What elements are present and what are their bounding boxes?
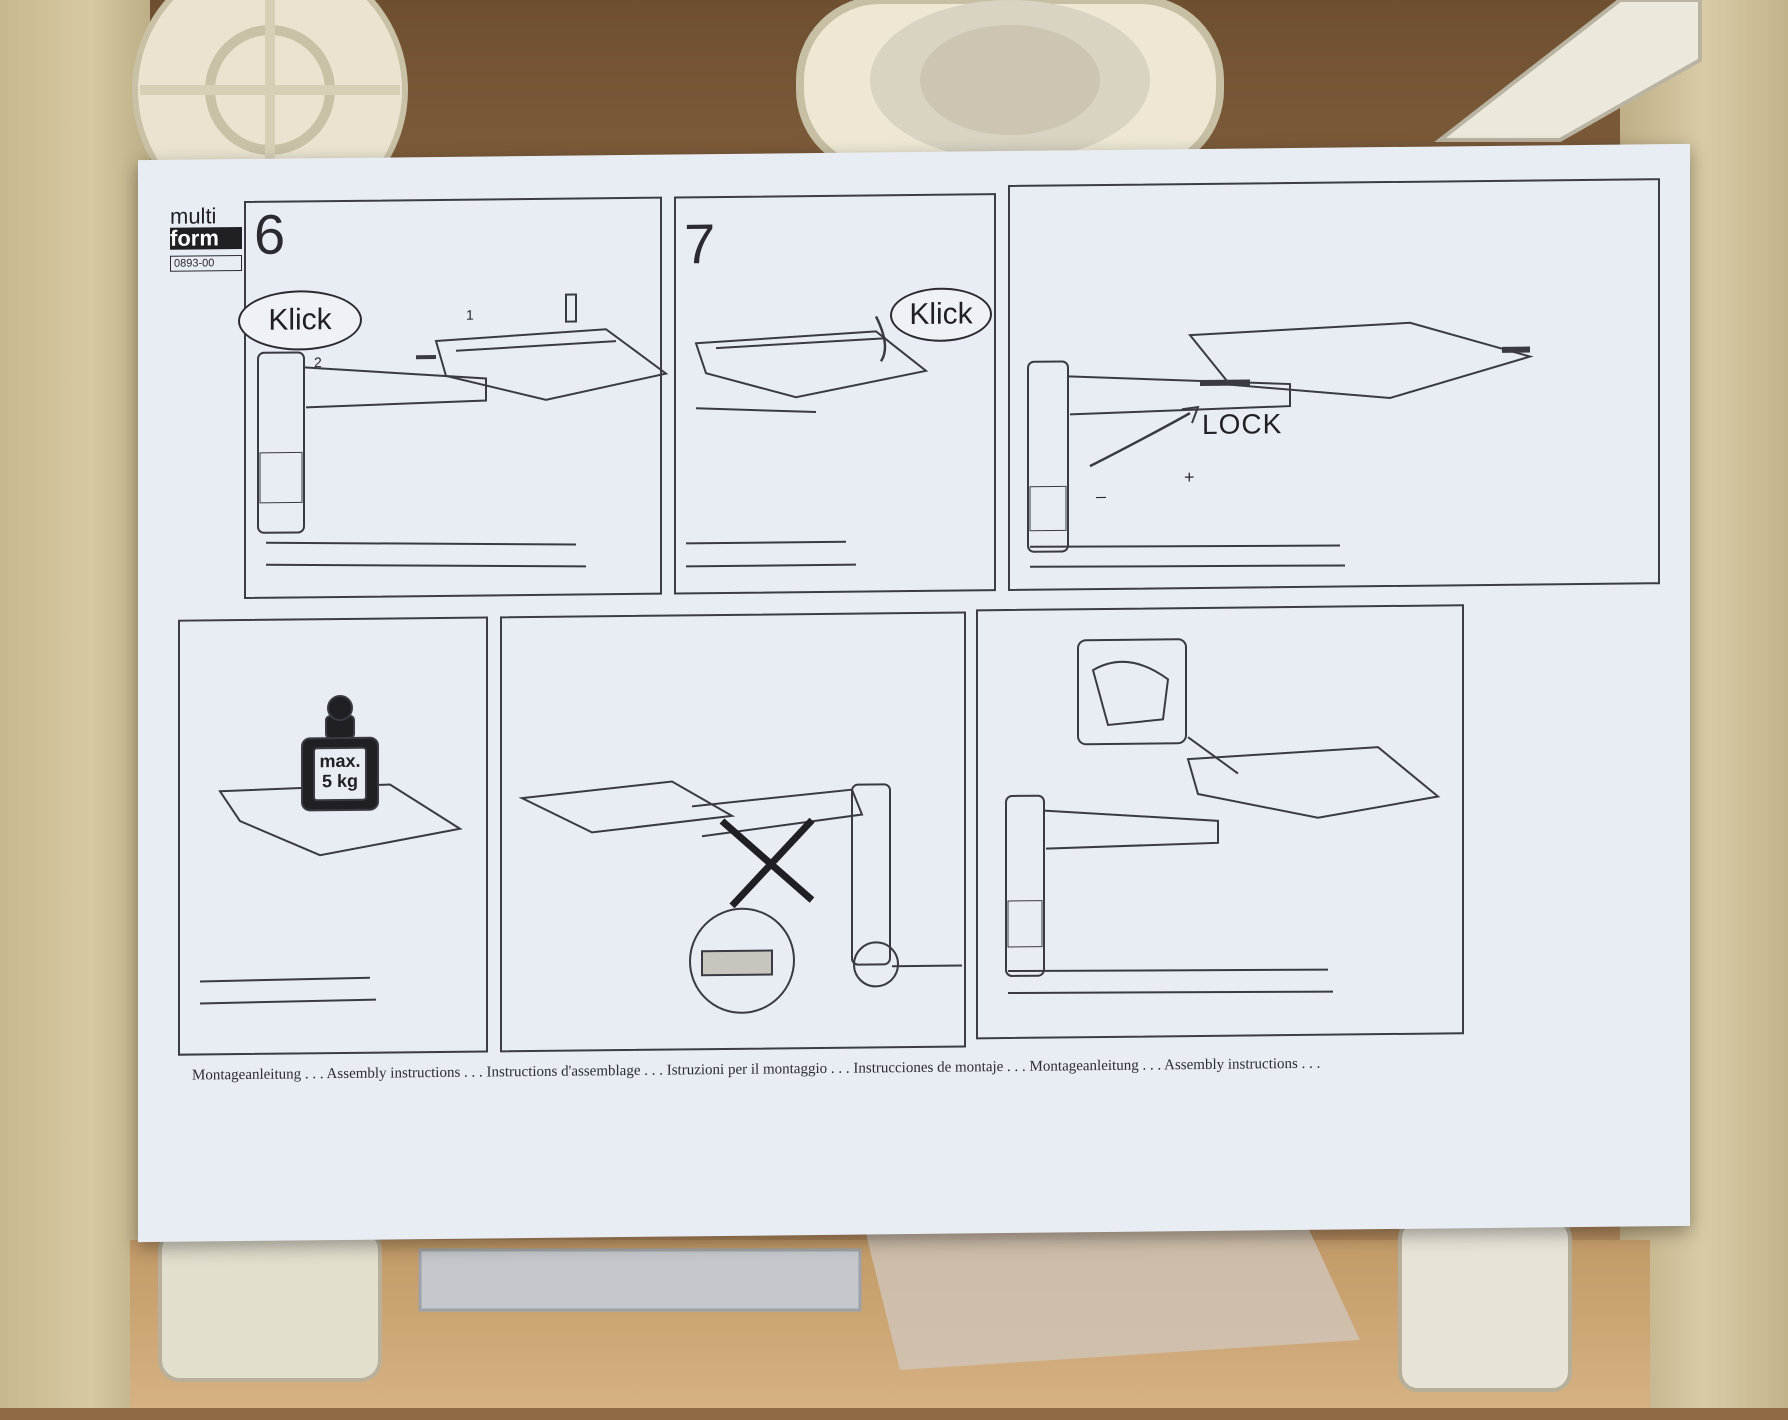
illustration-tray-click bbox=[686, 315, 929, 568]
foot-block-part bbox=[158, 1228, 382, 1382]
max-weight-line2: 5 kg bbox=[321, 770, 359, 791]
panel-step-7: 7 Klick bbox=[674, 193, 996, 595]
plastic-bag bbox=[860, 1210, 1360, 1370]
illustration-mount-tray bbox=[257, 293, 669, 568]
instruction-sheet: multi form 0893-00 6 Klick 1 2 7 Klick bbox=[138, 143, 1690, 1243]
metal-tube-part bbox=[418, 1248, 862, 1312]
illustration-lock-arm bbox=[1027, 321, 1534, 568]
logo-bottom-text: form bbox=[170, 225, 242, 251]
max-weight-label: max. 5 kg bbox=[314, 750, 366, 792]
box-left-wall bbox=[0, 0, 150, 1408]
logo-code: 0893-00 bbox=[170, 255, 242, 272]
illustration-weight bbox=[199, 695, 463, 1005]
panel-warning bbox=[500, 611, 966, 1053]
illustration-do-not-rotate bbox=[518, 780, 962, 1014]
panel-lock: LOCK + – bbox=[1008, 178, 1660, 592]
multiform-logo: multi form 0893-00 bbox=[170, 203, 242, 272]
footer-instructions-text: Montageanleitung . . . Assembly instruct… bbox=[192, 1055, 1321, 1084]
panel-step-6: 6 Klick 1 2 bbox=[238, 196, 669, 600]
illustration-cleaning bbox=[1005, 638, 1441, 995]
panel-cleaning bbox=[976, 604, 1464, 1040]
rail-part bbox=[1434, 0, 1702, 142]
logo-top-text: multi bbox=[170, 203, 217, 229]
cylinder-part bbox=[1398, 1218, 1572, 1392]
panel-weight: max. 5 kg bbox=[178, 616, 488, 1056]
plastic-ring-part bbox=[796, 0, 1224, 174]
box-parts-bottom bbox=[158, 1210, 1572, 1392]
max-weight-line1: max. bbox=[319, 750, 361, 772]
